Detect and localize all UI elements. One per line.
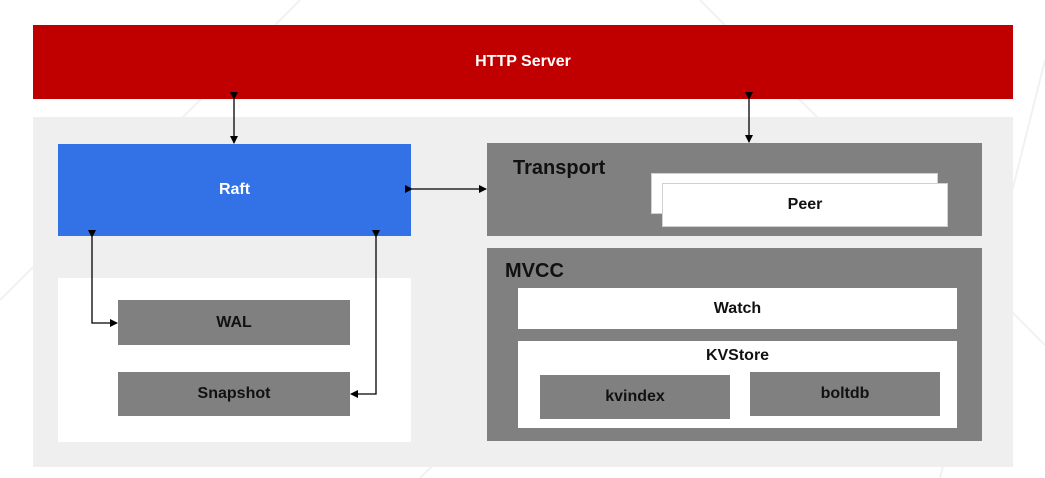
watch-box: Watch	[518, 288, 957, 329]
boltdb-box: boltdb	[750, 372, 940, 416]
transport-label: Transport	[513, 157, 606, 179]
wal-box: WAL	[118, 300, 350, 345]
snapshot-box: Snapshot	[118, 372, 350, 416]
kvindex-label: kvindex	[605, 388, 665, 405]
boltdb-label: boltdb	[820, 385, 870, 402]
peer-box: Peer	[662, 183, 948, 227]
kvstore-label: KVStore	[705, 347, 770, 364]
mvcc-label: MVCC	[505, 260, 564, 282]
snapshot-label: Snapshot	[197, 385, 271, 402]
raft-box: Raft	[58, 144, 411, 236]
http-server-label: HTTP Server	[475, 53, 571, 70]
raft-label: Raft	[218, 181, 251, 198]
watch-label: Watch	[713, 299, 762, 317]
http-server-box: HTTP Server	[33, 25, 1013, 99]
peer-label: Peer	[787, 196, 823, 213]
kvindex-box: kvindex	[540, 375, 730, 419]
wal-label: WAL	[216, 313, 252, 331]
